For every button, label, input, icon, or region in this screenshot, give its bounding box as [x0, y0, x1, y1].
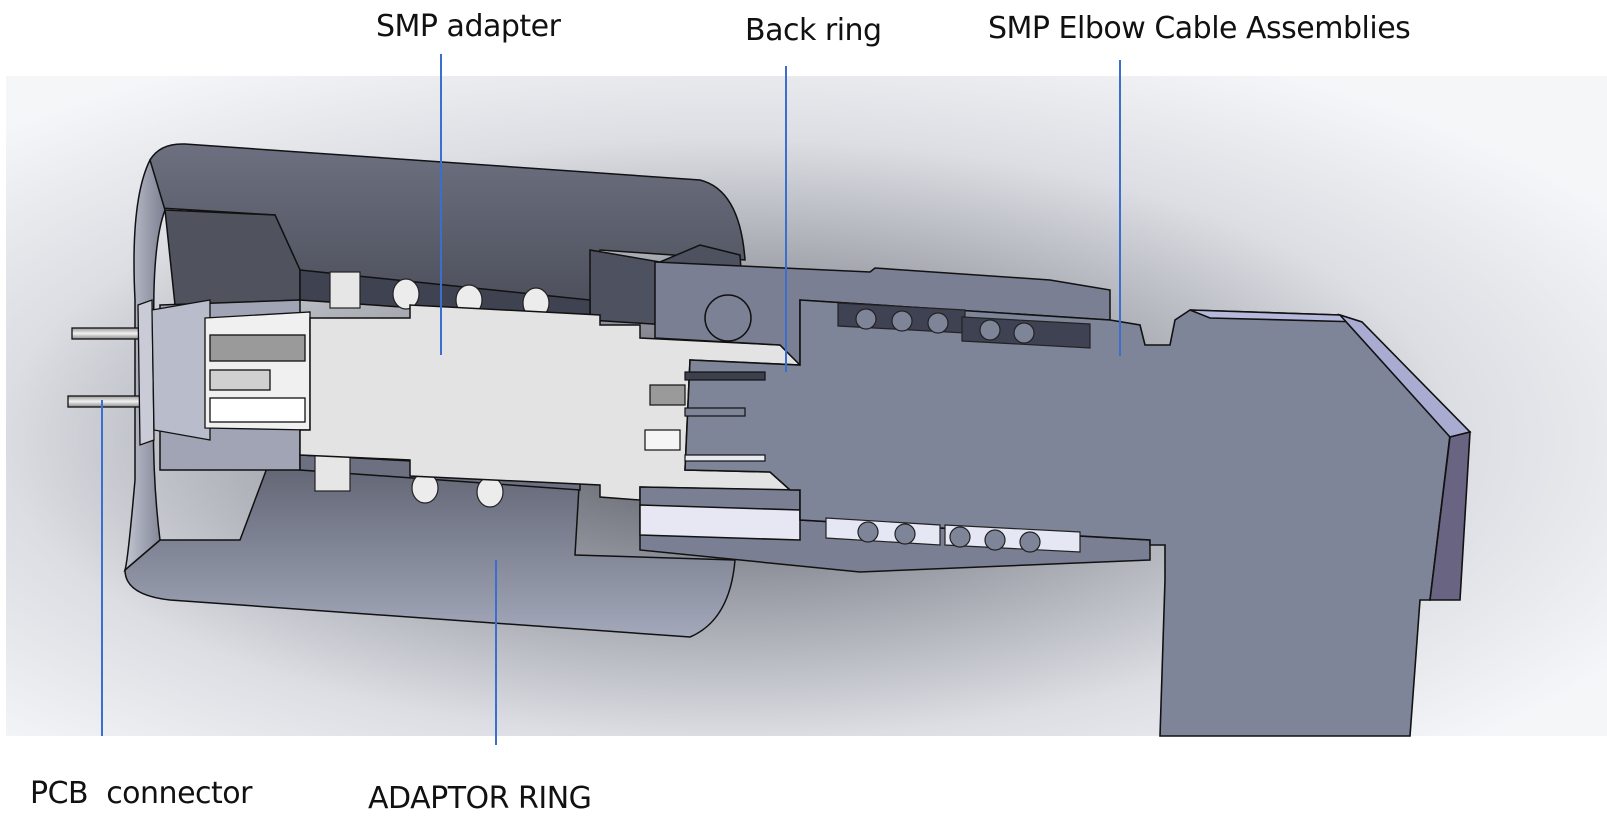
contact-fingers: [644, 371, 766, 462]
pcb-connector: [67, 299, 311, 446]
smp-elbow-body: [684, 299, 1472, 737]
label-adaptor-ring: ADAPTOR RING: [368, 781, 592, 816]
label-smp-elbow-cable-assemblies: SMP Elbow Cable Assemblies: [988, 11, 1411, 46]
leader-lines: [101, 54, 1121, 745]
label-smp-adapter: SMP adapter: [376, 9, 561, 44]
label-pcb-connector: PCB connector: [30, 776, 252, 811]
adaptor-ring: [123, 143, 746, 638]
elbow-balls: [825, 302, 1091, 553]
pcb-pin-lower: [67, 395, 149, 408]
label-back-ring: Back ring: [745, 13, 882, 48]
